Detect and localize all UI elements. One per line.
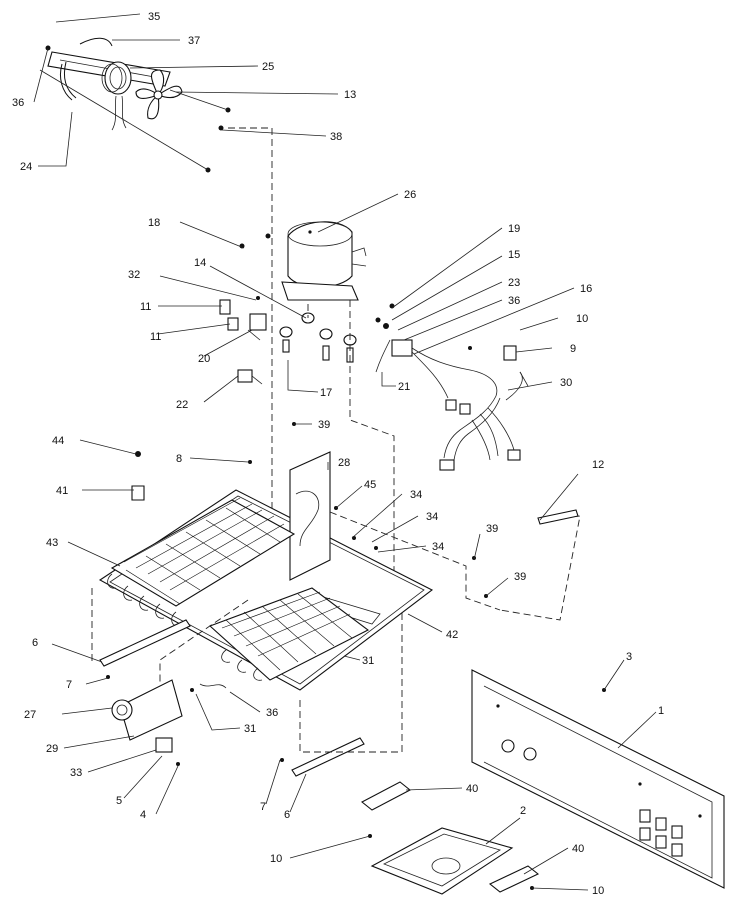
part-41	[131, 485, 145, 501]
callout-30: 30	[560, 377, 572, 389]
fan-blade	[135, 69, 183, 120]
callout-39-low: 39	[514, 571, 526, 583]
callout-19: 19	[508, 223, 520, 235]
callout-12: 12	[592, 459, 604, 471]
condenser-coil-43	[110, 497, 296, 607]
callout-40-right: 40	[572, 843, 584, 855]
callout-39-mid: 39	[486, 523, 498, 535]
relay-parts	[219, 296, 267, 385]
callout-23: 23	[508, 277, 520, 289]
part-20	[249, 313, 267, 331]
rail-6-bottom	[291, 737, 365, 777]
leader-lines	[33, 13, 657, 891]
callout-2: 2	[520, 805, 526, 817]
callout-37: 37	[188, 35, 200, 47]
callout-38: 38	[330, 131, 342, 143]
panel-grille	[639, 809, 683, 857]
callout-11a: 11	[140, 301, 151, 313]
wiring-harness	[375, 303, 529, 471]
callout-17: 17	[320, 387, 332, 399]
callout-27: 27	[24, 709, 36, 721]
callout-6-bottom: 6	[284, 809, 290, 821]
part-12	[537, 509, 579, 525]
compressor	[287, 221, 353, 288]
callout-9: 9	[570, 343, 576, 355]
part-22	[237, 369, 253, 383]
callout-4: 4	[140, 809, 146, 821]
callout-7-left: 7	[66, 679, 72, 691]
rear-cover-panel	[471, 669, 725, 889]
callout-6-left: 6	[32, 637, 38, 649]
cover-panel	[471, 669, 725, 889]
callout-41: 41	[56, 485, 68, 497]
callout-10-right: 10	[592, 885, 604, 897]
relay-16	[391, 339, 413, 357]
callout-labels: 35 37 25 13 36 38 24 26 19 15 23 36 16 1…	[12, 11, 664, 897]
callout-25: 25	[262, 61, 274, 73]
callout-1: 1	[658, 705, 664, 717]
callout-18: 18	[148, 217, 160, 229]
callout-13: 13	[344, 89, 356, 101]
callout-44: 44	[52, 435, 64, 447]
callout-11b: 11	[150, 331, 161, 343]
callout-40-left: 40	[466, 783, 478, 795]
compressor-base	[281, 281, 359, 301]
callout-42: 42	[446, 629, 458, 641]
callout-32: 32	[128, 269, 140, 281]
part-11a	[219, 299, 231, 315]
callout-3: 3	[626, 651, 632, 663]
callout-15: 15	[508, 249, 520, 261]
callout-28: 28	[338, 457, 350, 469]
drain-pan-2	[370, 827, 514, 895]
callout-14: 14	[194, 257, 206, 269]
callout-7-bottom: 7	[260, 801, 266, 813]
divider-28	[289, 451, 331, 581]
callout-36-low: 36	[266, 707, 278, 719]
callout-29: 29	[46, 743, 58, 755]
condenser-base-pan	[98, 451, 434, 691]
rail-6-left	[99, 619, 191, 667]
callout-36-right: 36	[508, 295, 520, 307]
part-9	[503, 345, 517, 361]
callout-16: 16	[580, 283, 592, 295]
callout-34a: 34	[410, 489, 422, 501]
callout-34c: 34	[432, 541, 444, 553]
callout-43: 43	[46, 537, 58, 549]
callout-36-top: 36	[12, 97, 24, 109]
housing-29	[119, 679, 183, 741]
callout-24: 24	[20, 161, 32, 173]
condenser-coil-31	[208, 587, 370, 681]
drain-pan	[361, 781, 540, 895]
callout-8: 8	[176, 453, 182, 465]
callout-21: 21	[398, 381, 410, 393]
compressor-assembly	[239, 221, 395, 610]
callout-10-left: 10	[270, 853, 282, 865]
callout-39-top: 39	[318, 419, 330, 431]
callout-31-left: 31	[244, 723, 256, 735]
callout-26: 26	[404, 189, 416, 201]
part-33	[155, 737, 173, 753]
bracket-40-left	[361, 781, 411, 811]
alignment-line	[228, 127, 273, 608]
callout-31-right: 31	[362, 655, 374, 667]
condenser-fan-motor-assembly	[39, 37, 231, 173]
callout-10-top: 10	[576, 313, 588, 325]
callout-35: 35	[148, 11, 160, 23]
callout-22: 22	[176, 399, 188, 411]
callout-45: 45	[364, 479, 376, 491]
motor-27	[111, 699, 133, 721]
callout-34b: 34	[426, 511, 438, 523]
grommets	[279, 312, 357, 363]
alignment-line-2	[299, 612, 403, 753]
callout-33: 33	[70, 767, 82, 779]
callout-20: 20	[198, 353, 210, 365]
damper-assembly	[106, 675, 227, 766]
callout-5: 5	[116, 795, 122, 807]
fan-motor	[104, 61, 132, 95]
